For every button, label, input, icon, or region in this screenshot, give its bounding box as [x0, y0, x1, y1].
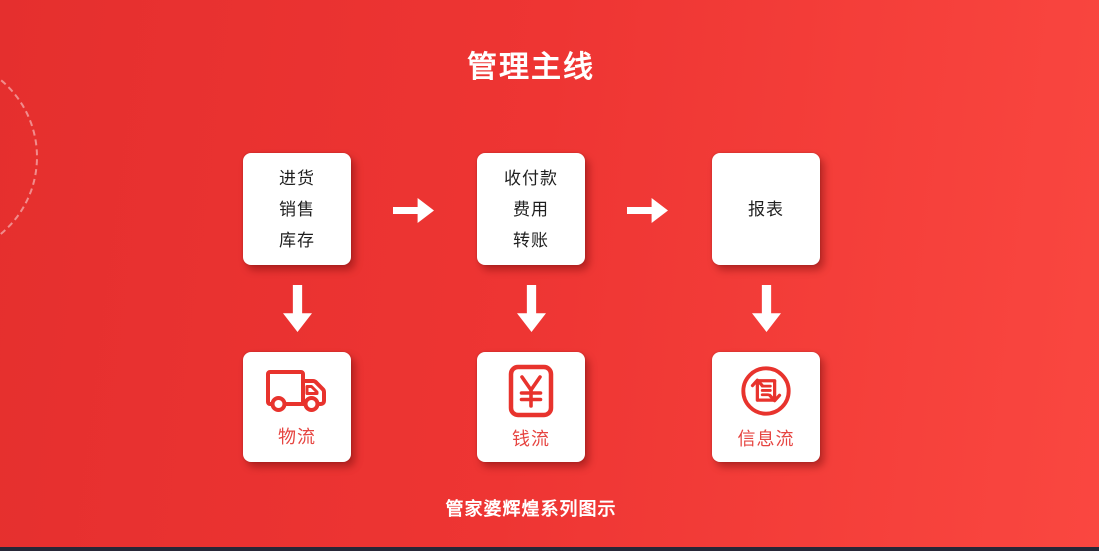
card-information-flow: 信息流	[712, 352, 820, 462]
arrow-down-icon	[283, 285, 312, 332]
card-reports: 报表	[712, 153, 820, 265]
diagram-title: 管理主线	[467, 51, 595, 84]
card-label: 钱流	[512, 428, 550, 449]
card-line: 费用	[513, 199, 549, 219]
card-payments-expenses-transfer: 收付款 费用 转账	[477, 153, 585, 265]
arrow-down-icon	[517, 285, 546, 332]
document-cycle-icon	[739, 364, 793, 418]
card-text-block: 报表	[748, 194, 784, 225]
card-line: 库存	[279, 230, 315, 250]
card-money-flow: 钱流	[477, 352, 585, 462]
arrow-right-icon	[627, 198, 668, 223]
card-text-block: 进货 销售 库存	[279, 163, 315, 256]
card-line: 报表	[748, 199, 784, 219]
series-caption: 管家婆辉煌系列图示	[445, 499, 617, 519]
card-line: 销售	[279, 199, 315, 219]
card-line: 收付款	[504, 168, 558, 188]
decorative-dashed-circle	[0, 56, 38, 258]
yuan-sign-icon	[508, 364, 554, 418]
arrow-right-icon	[393, 198, 434, 223]
card-purchase-sales-inventory: 进货 销售 库存	[243, 153, 351, 265]
card-text-block: 收付款 费用 转账	[504, 163, 558, 256]
card-line: 转账	[513, 230, 549, 250]
next-section-edge	[0, 547, 1099, 551]
card-label: 信息流	[737, 428, 795, 449]
arrow-down-icon	[752, 285, 781, 332]
card-line: 进货	[279, 168, 315, 188]
card-logistics-flow: 物流	[243, 352, 351, 462]
truck-icon	[264, 366, 330, 416]
card-label: 物流	[278, 426, 316, 447]
